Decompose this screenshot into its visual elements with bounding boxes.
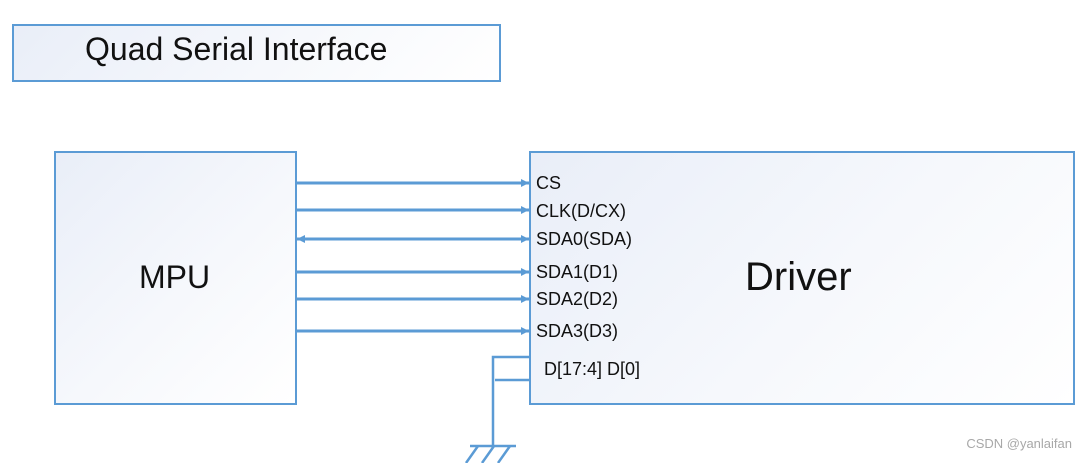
driver-label: Driver (745, 255, 852, 299)
pin-label-sda0: SDA0(SDA) (536, 229, 633, 249)
pin-label-clk: CLK(D/CX) (536, 201, 627, 221)
title-box (12, 24, 501, 82)
driver-block (529, 151, 1075, 405)
pin-label-cs: CS (536, 173, 562, 193)
ground-symbol (464, 444, 516, 463)
diagram-title: Quad Serial Interface (85, 31, 388, 67)
mpu-label: MPU (139, 259, 211, 295)
unused-pins-wire (491, 355, 529, 446)
pin-label-sda1: SDA1(D1) (536, 262, 619, 282)
mpu-block (54, 151, 297, 405)
watermark: CSDN @yanlaifan (966, 436, 1072, 451)
pin-label-sda2: SDA2(D2) (536, 289, 619, 309)
unused-pins-label: D[17:4] D[0] (544, 359, 641, 379)
pin-label-sda3: SDA3(D3) (536, 321, 619, 341)
